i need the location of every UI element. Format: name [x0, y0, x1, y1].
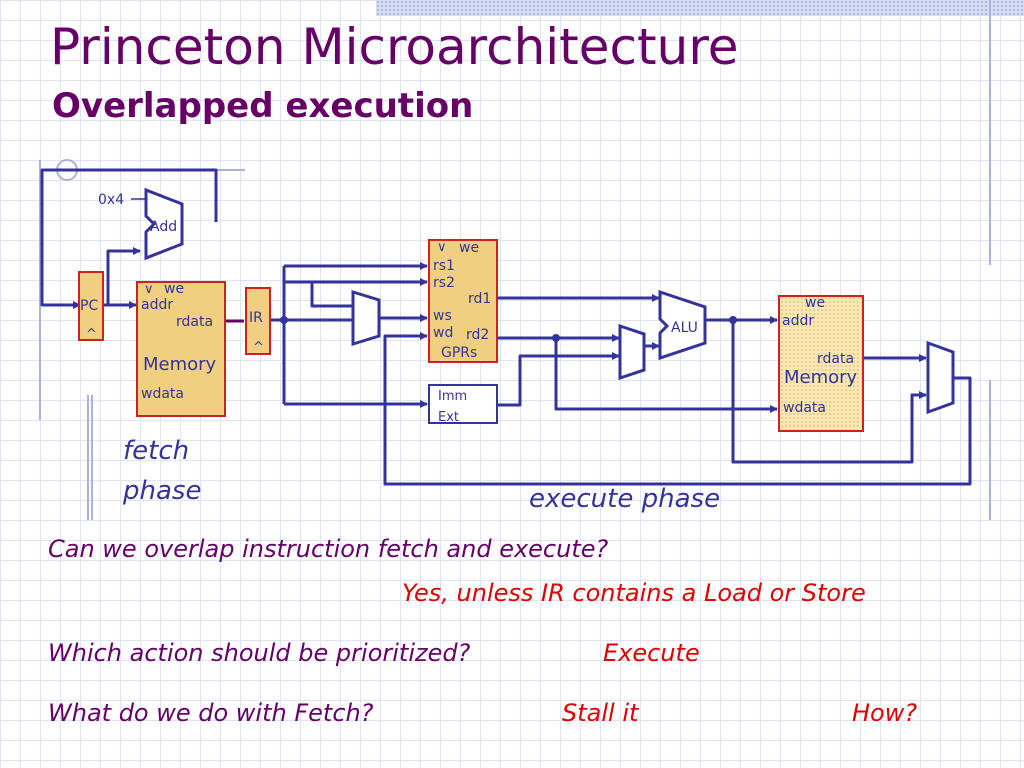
gpr-wd-label: wd — [433, 325, 453, 341]
dmem-rdata-label: rdata — [817, 351, 854, 367]
ext-label: Ext — [438, 410, 459, 425]
header-band — [376, 0, 1024, 16]
answer-how: How? — [852, 699, 918, 727]
alu: ALU — [658, 289, 707, 361]
dmem-memory-label: Memory — [784, 367, 858, 388]
execute-phase-label: execute phase — [529, 484, 721, 514]
imem-rdata-label: rdata — [176, 314, 213, 330]
gpr-label: GPRs — [441, 345, 477, 361]
pc-register: PC ^ — [78, 271, 104, 342]
answer-stall: Stall it — [562, 699, 639, 727]
gpr-we-label: we — [459, 240, 479, 256]
gpr-we-bar: ∨ — [437, 240, 447, 255]
gpr-rs1-label: rs1 — [433, 258, 455, 274]
answer-priority: Execute — [603, 639, 700, 667]
const-four-label: 0x4 — [98, 192, 124, 208]
dmem-we-label: we — [805, 295, 825, 311]
wires — [40, 168, 972, 486]
reg-select-mux — [351, 289, 381, 347]
slide-subtitle: Overlapped execution — [52, 86, 474, 126]
gpr-rd1-label: rd1 — [468, 291, 491, 307]
imem-memory-label: Memory — [143, 354, 217, 375]
imem-addr-label: addr — [141, 297, 173, 313]
alu-operand-mux — [618, 323, 646, 381]
imem-we-label: we — [164, 281, 184, 297]
question-fetch: What do we do with Fetch? — [48, 699, 374, 727]
slide-title: Princeton Microarchitecture — [50, 18, 739, 76]
data-memory: we addr rdata Memory wdata — [778, 295, 864, 432]
imm-label: Imm — [438, 389, 467, 404]
ir-label: IR — [249, 310, 263, 326]
imem-wdata-label: wdata — [141, 386, 184, 402]
junctions — [280, 316, 737, 342]
pc-label: PC — [80, 298, 98, 314]
imem-we-bar: ∨ — [144, 282, 154, 297]
imm-ext: Imm Ext — [428, 384, 498, 425]
fetch-phase-label-line2: phase — [123, 476, 202, 506]
ir-register: IR ^ — [245, 287, 271, 355]
alu-label: ALU — [671, 320, 698, 336]
pc-clock: ^ — [86, 327, 97, 342]
question-priority: Which action should be prioritized? — [48, 639, 471, 667]
adder-label: Add — [150, 219, 177, 235]
dmem-addr-label: addr — [782, 313, 814, 329]
answer-overlap: Yes, unless IR contains a Load or Store — [402, 579, 866, 607]
writeback-mux — [926, 340, 955, 415]
gpr-ws-label: ws — [433, 308, 452, 324]
gpr-rs2-label: rs2 — [433, 275, 455, 291]
gpr-rd2-label: rd2 — [466, 327, 489, 343]
adder: Add — [144, 187, 184, 261]
gpr-file: ∨ we rs1 rs2 rd1 ws wd rd2 GPRs — [428, 239, 498, 363]
question-overlap: Can we overlap instruction fetch and exe… — [48, 535, 609, 563]
dmem-wdata-label: wdata — [783, 400, 826, 416]
ir-clock: ^ — [253, 340, 264, 355]
fetch-phase-label-line1: fetch — [123, 436, 190, 466]
instruction-memory: ∨ we addr rdata Memory wdata — [136, 281, 226, 417]
